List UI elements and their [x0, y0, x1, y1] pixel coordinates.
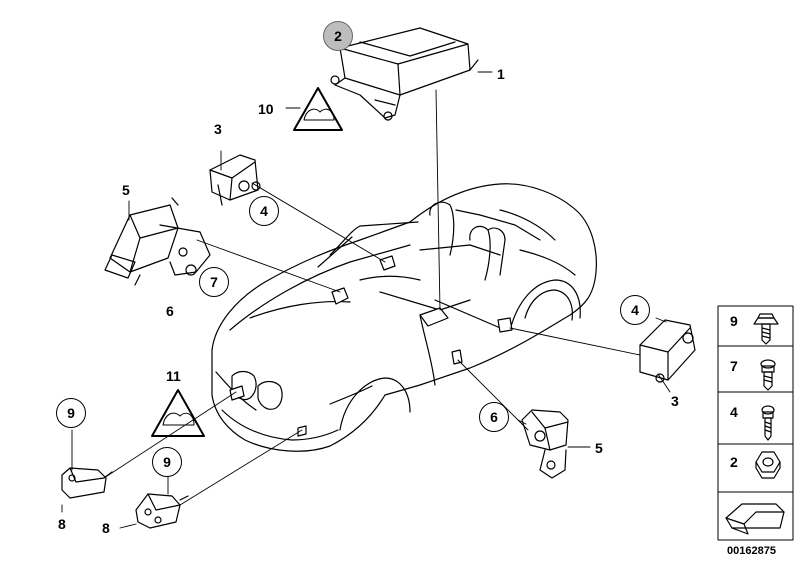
legend-7: 7 [730, 358, 738, 374]
callout-3-left: 3 [214, 121, 222, 137]
callout-2: 2 [323, 21, 353, 51]
callout-1: 1 [497, 66, 505, 82]
legend-2: 2 [730, 454, 738, 470]
sensor-lower-left-b [135, 493, 189, 529]
arrow-reference-icon [725, 503, 785, 535]
sensor-left-bracket [104, 197, 211, 286]
callout-9-center: 9 [152, 447, 182, 477]
callout-10: 10 [258, 101, 274, 117]
callout-8-left: 8 [58, 516, 66, 532]
sensor-right-lower [521, 409, 569, 479]
warning-triangle-11 [151, 389, 205, 437]
diagram-id: 00162875 [727, 545, 776, 557]
callout-9-left: 9 [56, 398, 86, 428]
screw-flange-icon [753, 313, 779, 345]
legend-4: 4 [730, 404, 738, 420]
warning-triangle-10 [293, 87, 343, 131]
callout-5-right: 5 [595, 440, 603, 456]
screw-pan-head-icon [760, 359, 776, 391]
screw-torx-icon [761, 405, 775, 441]
sensor-left-upper [209, 154, 261, 206]
callout-7: 7 [199, 267, 229, 297]
airbag-control-unit [330, 27, 479, 121]
car-outline [211, 183, 597, 452]
car-mount-points [229, 255, 513, 437]
callout-8-center: 8 [102, 520, 110, 536]
callout-6-left: 6 [166, 303, 174, 319]
callout-6-right: 6 [479, 402, 509, 432]
leader-lines [61, 71, 671, 529]
sensor-right-upper [639, 319, 696, 383]
callout-5-left: 5 [122, 182, 130, 198]
callout-4-right: 4 [620, 295, 650, 325]
legend-9: 9 [730, 313, 738, 329]
legend-panel [717, 305, 794, 541]
hex-nut-icon [755, 451, 781, 479]
callout-3-right: 3 [671, 393, 679, 409]
sensor-lower-left-a [61, 467, 113, 499]
callout-11: 11 [166, 368, 181, 384]
callout-4-left: 4 [249, 196, 279, 226]
